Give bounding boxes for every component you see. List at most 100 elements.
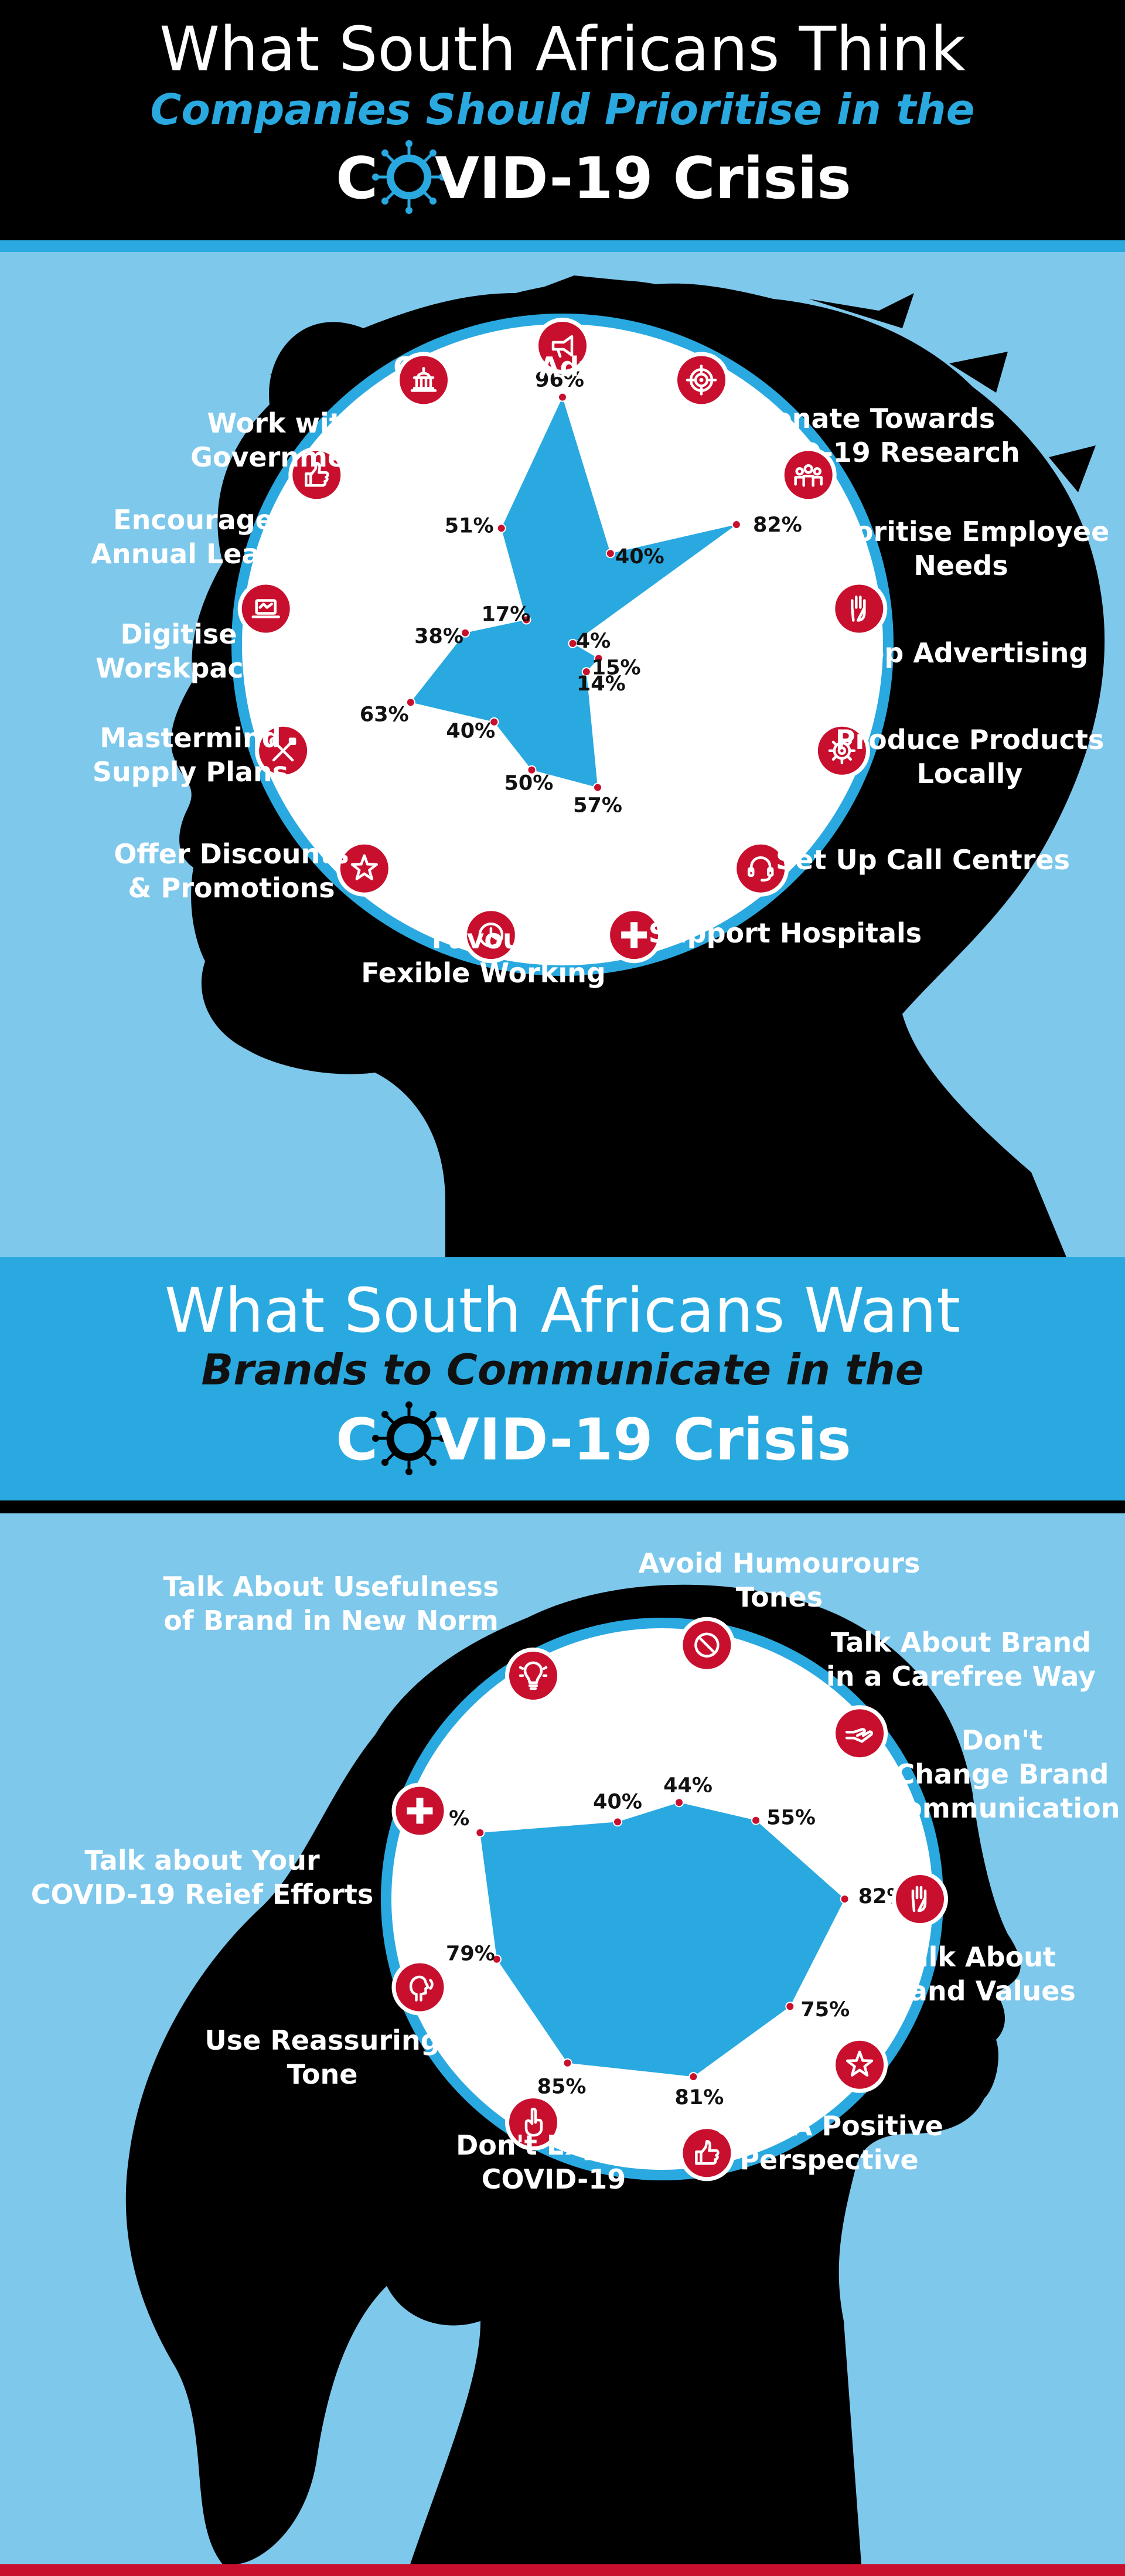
radar-value-label: 79% bbox=[446, 1942, 495, 1966]
radar-chart-brand-communication: 44%55%82%75%81%85%79%87%40%Avoid Humouro… bbox=[31, 1547, 1120, 2195]
radar-value-label: 40% bbox=[446, 720, 495, 743]
megaphone-icon bbox=[551, 335, 574, 358]
category-badge bbox=[288, 447, 345, 503]
medical-cross-icon bbox=[621, 922, 647, 948]
virus-icon bbox=[372, 1401, 446, 1475]
radar-value-label: 38% bbox=[414, 625, 463, 648]
category-badge bbox=[336, 840, 393, 897]
radar-data-point bbox=[489, 717, 499, 727]
category-badge bbox=[673, 352, 729, 409]
category-badge bbox=[391, 1782, 448, 1839]
category-badge bbox=[732, 840, 789, 897]
radar-data-point bbox=[688, 2072, 698, 2082]
footer-stripe bbox=[0, 2564, 1125, 2576]
header-2-covid-c: C bbox=[336, 1407, 378, 1474]
headset-icon bbox=[747, 856, 774, 882]
header-2-line-1: What South Africans Want bbox=[165, 1275, 960, 1346]
tools-icon bbox=[269, 737, 296, 762]
open-hand-icon bbox=[845, 1728, 873, 1743]
radar-value-label: 51% bbox=[445, 514, 494, 537]
category-badge bbox=[534, 318, 591, 374]
radar-data-point bbox=[405, 697, 415, 707]
badge-disc bbox=[509, 1651, 557, 1700]
no-entry-icon bbox=[694, 1632, 720, 1658]
category-label: Stop Advertising bbox=[834, 637, 1089, 669]
radar-data-point bbox=[562, 2058, 572, 2068]
category-badge bbox=[462, 907, 519, 964]
category-badge bbox=[831, 580, 888, 637]
radar-data-point bbox=[496, 523, 506, 533]
radar-value-label: 85% bbox=[537, 2075, 587, 2099]
header-1-covid-c: C bbox=[336, 145, 378, 212]
radar-value-label: 81% bbox=[675, 2086, 724, 2109]
target-icon bbox=[686, 365, 717, 396]
category-badge bbox=[780, 447, 837, 503]
radar-value-label: 50% bbox=[504, 772, 554, 795]
radar-chart-company-priorities: 96%40%82%4%15%14%57%50%40%63%38%17%51%Co… bbox=[91, 314, 1109, 989]
laptop-icon bbox=[251, 599, 280, 618]
category-label: Set Up Call Centres bbox=[776, 844, 1070, 876]
gear-icon bbox=[828, 737, 856, 765]
radar-series-area bbox=[480, 1802, 845, 2077]
header-2-covid-rest: VID-19 Crisis bbox=[435, 1407, 851, 1474]
radar-data-point bbox=[751, 1815, 761, 1825]
radar-series-area bbox=[410, 397, 737, 788]
badge-disc bbox=[241, 584, 290, 633]
radar-value-label: 57% bbox=[573, 794, 622, 818]
medical-cross-icon bbox=[407, 1798, 433, 1824]
radar-value-label: 55% bbox=[766, 1806, 816, 1830]
category-label: Offer Discounts& Promotions bbox=[114, 838, 349, 904]
header-2-line-2: Brands to Communicate in the bbox=[201, 1345, 923, 1394]
thumbs-up-icon bbox=[305, 462, 329, 487]
category-label: Support Hospitals bbox=[649, 917, 922, 949]
radar-data-point bbox=[461, 628, 470, 638]
radar-value-label: 75% bbox=[800, 1998, 850, 2022]
category-badge bbox=[237, 580, 294, 637]
radar-data-point bbox=[521, 615, 531, 625]
badge-disc bbox=[896, 1875, 944, 1923]
hand-stop-icon bbox=[851, 595, 866, 622]
category-badge bbox=[505, 1647, 561, 1704]
lightbulb-icon bbox=[519, 1661, 548, 1690]
category-badge bbox=[255, 722, 312, 779]
hand-stop-icon bbox=[911, 1886, 927, 1913]
header-1-line-1: What South Africans Think bbox=[159, 13, 966, 85]
badge-disc bbox=[340, 844, 388, 893]
star-icon bbox=[846, 2050, 874, 2077]
category-badge bbox=[679, 2125, 735, 2182]
category-badge bbox=[391, 1959, 448, 2016]
header-1-stripe bbox=[0, 240, 1125, 252]
radar-data-point bbox=[568, 638, 578, 648]
badge-disc bbox=[835, 584, 884, 633]
badge-disc bbox=[396, 1963, 444, 2012]
star-icon bbox=[350, 854, 378, 880]
radar-data-point bbox=[605, 549, 615, 559]
badge-disc bbox=[817, 726, 866, 775]
hand-pointing-icon bbox=[524, 2108, 543, 2137]
badge-disc bbox=[400, 356, 448, 404]
clock-icon bbox=[478, 922, 504, 948]
badge-disc bbox=[538, 322, 587, 370]
radar-data-point bbox=[593, 782, 602, 792]
radar-data-point bbox=[840, 1894, 850, 1904]
radar-data-point bbox=[674, 1798, 684, 1808]
header-1-line-3: C VID-19 Crisis bbox=[336, 140, 851, 214]
radar-value-label: 82% bbox=[753, 513, 802, 537]
category-badge bbox=[679, 1617, 735, 1673]
radar-data-point bbox=[558, 392, 567, 402]
